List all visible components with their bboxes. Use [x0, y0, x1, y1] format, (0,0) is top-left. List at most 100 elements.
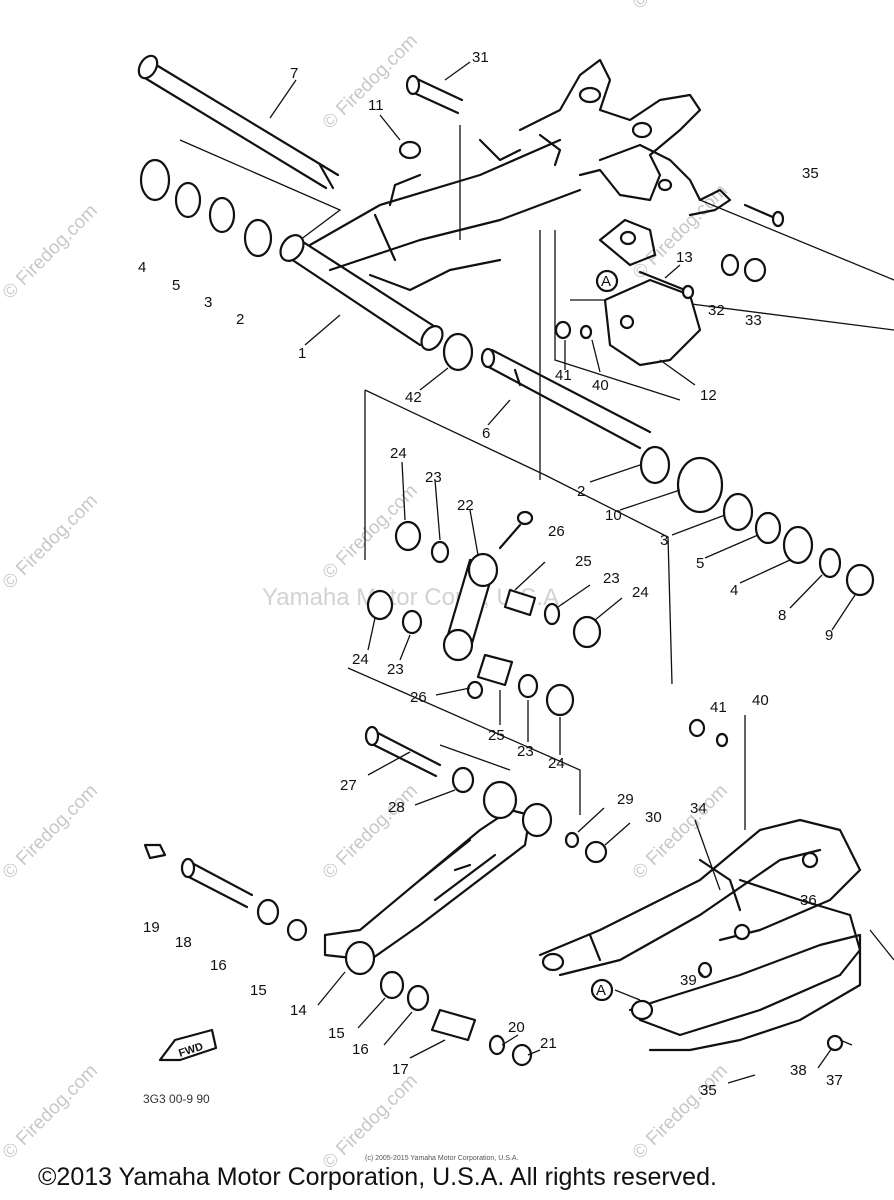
reference-lines — [179, 125, 894, 961]
callout-35: 35 — [802, 165, 819, 182]
callout-9: 9 — [825, 627, 833, 644]
callout-23: 23 — [425, 469, 442, 486]
ref-letter-a-upper: A — [595, 269, 619, 293]
callout-7: 7 — [290, 65, 298, 82]
callout-26: 26 — [410, 689, 427, 706]
callout-33: 33 — [745, 312, 762, 329]
callout-8: 8 — [778, 607, 786, 624]
fwd-arrow: FWD — [158, 1028, 218, 1062]
watermark-text: © Firedog.com — [0, 1060, 102, 1163]
callout-24: 24 — [390, 445, 407, 462]
callout-10: 10 — [605, 507, 622, 524]
callout-31: 31 — [472, 49, 489, 66]
watermark-text: © Firedog.com — [629, 180, 732, 283]
watermark-text: © Firedog.com — [0, 490, 102, 593]
callout-36: 36 — [800, 892, 817, 909]
callout-3: 3 — [660, 532, 668, 549]
callout-18: 18 — [175, 934, 192, 951]
callout-5: 5 — [696, 555, 704, 572]
part-29-30-nuts — [564, 831, 608, 864]
callout-23: 23 — [387, 661, 404, 678]
watermark-text: © Firedog.com — [629, 0, 732, 14]
callout-25: 25 — [488, 727, 505, 744]
callout-21: 21 — [540, 1035, 557, 1052]
callout-42: 42 — [405, 389, 422, 406]
part-28-collar — [451, 766, 475, 794]
callout-3: 3 — [204, 294, 212, 311]
part-32-33-nuts — [720, 253, 767, 283]
callout-11: 11 — [368, 97, 384, 114]
part-35-bolt-upper — [743, 203, 785, 228]
part-27-bolt — [364, 725, 442, 778]
watermark-layer: © Firedog.com © Firedog.com © Firedog.co… — [0, 0, 732, 1174]
callout-16: 16 — [352, 1041, 369, 1058]
callout-23: 23 — [603, 570, 620, 587]
part-19-bolt — [143, 843, 254, 909]
part-7-pivot-shaft — [137, 54, 340, 190]
ref-letter-a: A — [596, 982, 606, 999]
part-40-41-small — [554, 320, 593, 340]
watermark-text: © Firedog.com — [629, 780, 732, 883]
callout-27: 27 — [340, 777, 357, 794]
watermark-text: © Firedog.com — [629, 1060, 732, 1163]
callout-5: 5 — [172, 277, 180, 294]
callout-13: 13 — [676, 249, 693, 266]
callout-14: 14 — [290, 1002, 307, 1019]
callout-26: 26 — [548, 523, 565, 540]
callout-39: 39 — [680, 972, 697, 989]
part-14-lower-arm — [323, 780, 553, 976]
diagram-code: 3G3 00-9 90 — [143, 1092, 210, 1106]
lower-right-collars — [379, 970, 533, 1067]
relay-bushings — [366, 520, 602, 717]
callout-28: 28 — [388, 799, 405, 816]
callout-2: 2 — [236, 311, 244, 328]
callout-37: 37 — [826, 1072, 843, 1089]
callout-6: 6 — [482, 425, 490, 442]
callout-16: 16 — [210, 957, 227, 974]
callout-17: 17 — [392, 1061, 409, 1078]
part-1-swingarm — [279, 138, 582, 351]
callout-29: 29 — [617, 791, 634, 808]
callout-35: 35 — [700, 1082, 717, 1099]
ref-letter-a: A — [601, 273, 611, 290]
watermark-text: © Firedog.com — [0, 780, 102, 883]
callout-15: 15 — [250, 982, 267, 999]
callout-32: 32 — [708, 302, 725, 319]
part-13-bolt — [638, 270, 695, 300]
part-40-41-lower — [688, 718, 729, 748]
callout-40: 40 — [592, 377, 609, 394]
callout-4: 4 — [138, 259, 146, 276]
callout-24: 24 — [548, 755, 565, 772]
callout-34: 34 — [690, 800, 707, 817]
callout-24: 24 — [632, 584, 649, 601]
upper-frame-bracket — [478, 58, 732, 217]
callout-38: 38 — [790, 1062, 807, 1079]
callout-25: 25 — [575, 553, 592, 570]
part-42-collar — [442, 332, 474, 372]
callout-labels: 7 31 11 35 4 5 3 2 13 32 33 1 41 40 12 4… — [138, 49, 843, 1099]
callout-41: 41 — [555, 367, 572, 384]
watermark-text: © Firedog.com — [0, 200, 102, 303]
part-34-stopper-frame — [538, 818, 862, 977]
fine-print: (c) 2005-2015 Yamaha Motor Corporation, … — [365, 1155, 518, 1162]
watermark-text: © Firedog.com — [319, 780, 422, 883]
callout-22: 22 — [457, 497, 474, 514]
part-22-relay-arm — [442, 510, 534, 662]
callout-23: 23 — [517, 743, 534, 760]
ref-letter-a-lower: A — [590, 978, 614, 1002]
callout-40: 40 — [752, 692, 769, 709]
callout-19: 19 — [143, 919, 160, 936]
bushing-stack-left — [139, 158, 273, 258]
lower-left-collars — [256, 898, 308, 942]
bushing-stack-right — [639, 445, 875, 597]
callout-12: 12 — [700, 387, 717, 404]
part-31-bolt — [405, 74, 464, 115]
callout-20: 20 — [508, 1019, 525, 1036]
callout-4: 4 — [730, 582, 738, 599]
part-38-lower-bracket — [628, 933, 862, 1052]
callout-2: 2 — [577, 483, 585, 500]
callout-41: 41 — [710, 699, 727, 716]
leader-lines — [269, 61, 856, 1084]
copyright-footer: ©2013 Yamaha Motor Corporation, U.S.A. A… — [38, 1163, 717, 1191]
